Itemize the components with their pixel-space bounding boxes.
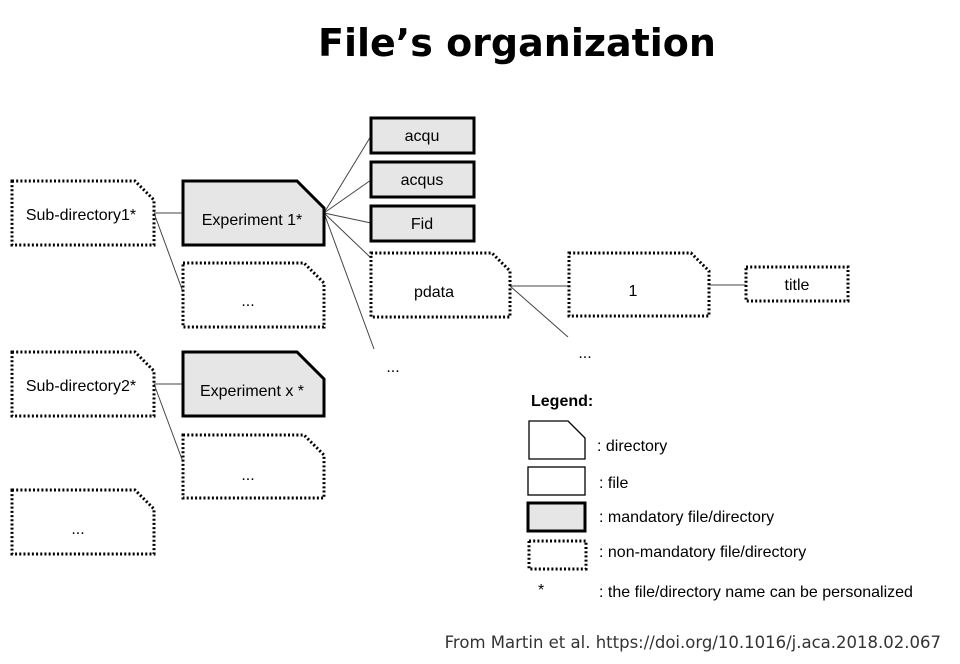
- subdir2-node[interactable]: Sub-directory2*: [10, 350, 156, 418]
- source-citation: From Martin et al. https://doi.org/10.10…: [445, 633, 941, 652]
- legend-directory-swatch: [528, 420, 586, 460]
- directory-shape: [181, 179, 326, 247]
- subdir2-more-node[interactable]: ...: [181, 433, 326, 500]
- acqu-label: acqu: [405, 128, 440, 145]
- acqu-node[interactable]: acqu: [369, 116, 476, 155]
- legend-directory-text: : directory: [597, 438, 667, 455]
- pdata-more-label: ...: [578, 345, 591, 362]
- experimentx-label: Experiment x *: [200, 383, 304, 400]
- pdata-node[interactable]: pdata: [369, 251, 512, 319]
- experiment1-node[interactable]: Experiment 1*: [181, 179, 326, 247]
- legend-heading: Legend:: [531, 393, 593, 410]
- file-shape: [369, 116, 476, 155]
- page-title: File’s organization: [318, 21, 716, 65]
- legend-star-symbol: *: [538, 582, 544, 599]
- edge-pdata-more: [509, 285, 569, 338]
- directory-shape: [10, 179, 156, 247]
- experimentx-node[interactable]: Experiment x *: [181, 350, 326, 418]
- subdir1-more-node[interactable]: ...: [181, 261, 326, 329]
- edge-subdir2-more: [153, 383, 184, 463]
- directory-shape: [369, 251, 512, 319]
- edge-experiment1-more: [323, 212, 375, 350]
- directory-shape: [10, 488, 156, 556]
- file-shape: [369, 204, 476, 243]
- acqus-label: acqus: [401, 172, 444, 189]
- tree-edges: [153, 135, 746, 463]
- edge-experiment1-acqus: [323, 179, 372, 214]
- subdir-more-node[interactable]: ...: [10, 488, 156, 556]
- legend-star-text: : the file/directory name can be persona…: [599, 584, 913, 601]
- experiment1-label: Experiment 1*: [202, 212, 303, 229]
- legend-non-mandatory-text: : non-mandatory file/directory: [599, 544, 806, 561]
- directory-shape: [567, 251, 711, 318]
- proc1-node[interactable]: 1: [567, 251, 711, 318]
- edge-experiment1-pdata: [323, 212, 372, 259]
- legend-mandatory-text: : mandatory file/directory: [599, 509, 774, 526]
- directory-shape: [181, 261, 326, 329]
- subdir1-more-label: ...: [241, 293, 254, 310]
- fid-label: Fid: [411, 216, 433, 233]
- directory-shape: [181, 350, 326, 418]
- legend-mandatory-swatch: [526, 501, 587, 533]
- edge-subdir1-more: [153, 212, 184, 293]
- subdir1-label: Sub-directory1*: [26, 207, 136, 224]
- subdir2-more-label: ...: [241, 467, 254, 484]
- file-shape: [369, 160, 476, 199]
- title-file-label: title: [785, 277, 810, 294]
- fid-node[interactable]: Fid: [369, 204, 476, 243]
- file-shape: [744, 265, 850, 303]
- directory-shape: [181, 433, 326, 500]
- proc1-label: 1: [629, 283, 638, 300]
- pdata-label: pdata: [414, 284, 454, 301]
- legend: Legend: : directory : file : mandatory f…: [526, 393, 913, 601]
- experiment1-more-label: ...: [386, 359, 399, 376]
- edge-experiment1-fid: [323, 212, 372, 224]
- acqus-node[interactable]: acqus: [369, 160, 476, 199]
- subdir2-label: Sub-directory2*: [26, 378, 136, 395]
- title-file-node[interactable]: title: [744, 265, 850, 303]
- directory-shape: [10, 350, 156, 418]
- subdir1-node[interactable]: Sub-directory1*: [10, 179, 156, 247]
- legend-file-swatch: [527, 466, 586, 496]
- edge-experiment1-acqu: [323, 135, 372, 214]
- legend-non-mandatory-swatch: [527, 539, 588, 571]
- subdir-more-label: ...: [71, 521, 84, 538]
- legend-file-text: : file: [599, 475, 628, 492]
